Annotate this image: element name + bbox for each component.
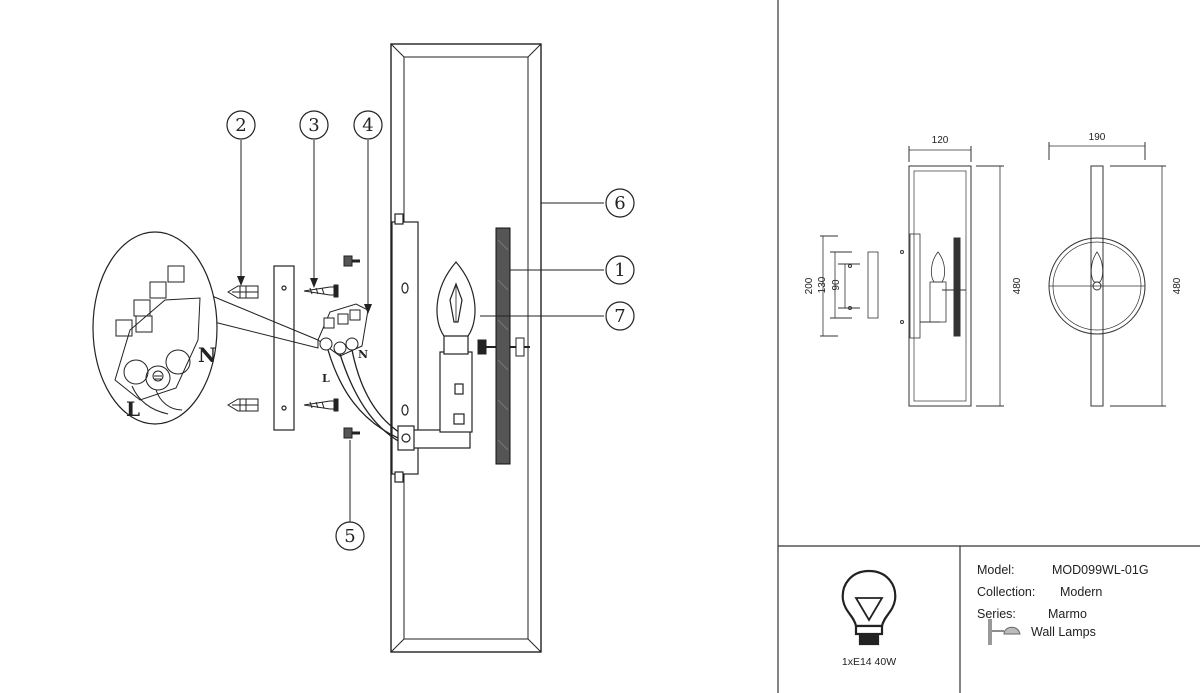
wires xyxy=(327,349,403,443)
callout-leaders xyxy=(240,140,604,522)
light-bulb-icon xyxy=(841,569,897,646)
dim-front-width: 120 xyxy=(932,135,949,146)
model-value: MOD099WL-01G xyxy=(1052,563,1149,577)
dim-bracket-90: 90 xyxy=(831,279,842,291)
dim-bracket-200: 200 xyxy=(804,277,815,294)
small-screw-bottom xyxy=(343,427,360,439)
wall-anchor-bottom xyxy=(227,398,259,412)
lamp-socket xyxy=(397,333,473,451)
callout-2-label: 2 xyxy=(235,115,246,136)
dim-bracket-130: 130 xyxy=(817,276,828,293)
wall-screw-top xyxy=(303,284,339,298)
candle-bulb xyxy=(436,261,476,337)
wall-screw-bottom xyxy=(303,398,339,412)
collection-label: Collection: xyxy=(977,585,1036,599)
callout-3-label: 3 xyxy=(308,115,319,136)
dim-front-height: 480 xyxy=(1012,277,1023,294)
neutral-label-small: N xyxy=(358,348,368,361)
bulb-spec: 1xE14 40W xyxy=(842,656,896,668)
series-label: Series: xyxy=(977,607,1016,621)
small-screw-top xyxy=(343,255,360,267)
front-dimension-view xyxy=(820,146,1004,407)
wall-anchor-top xyxy=(227,285,259,299)
lamp-type-value: Wall Lamps xyxy=(1031,625,1096,639)
callout-5-label: 5 xyxy=(344,526,355,547)
callout-4-label: 4 xyxy=(362,115,373,136)
collection-value: Modern xyxy=(1060,585,1103,599)
dim-side-height: 480 xyxy=(1172,277,1183,294)
callout-6-label: 6 xyxy=(614,193,625,214)
callout-1-label: 1 xyxy=(614,260,625,281)
wiring-detail-bubble xyxy=(92,231,319,425)
callout-4: 4 xyxy=(353,110,383,140)
callout-3: 3 xyxy=(299,110,329,140)
wall-lamp-icon xyxy=(988,619,1021,645)
live-label-large: L xyxy=(126,397,140,421)
callout-5: 5 xyxy=(335,521,365,551)
live-label-small: L xyxy=(322,372,330,385)
callout-2: 2 xyxy=(226,110,256,140)
marble-disc xyxy=(495,227,511,465)
model-label: Model: xyxy=(977,563,1015,577)
wall-bracket xyxy=(273,265,295,431)
sheet-frame xyxy=(777,0,1200,693)
callout-1: 1 xyxy=(605,255,635,285)
neutral-label-large: N xyxy=(198,343,216,367)
callout-7-label: 7 xyxy=(614,306,625,327)
side-dimension-view xyxy=(1048,142,1166,407)
dim-side-width: 190 xyxy=(1089,132,1106,143)
terminal-block xyxy=(317,303,369,357)
exploded-view xyxy=(92,43,604,653)
series-value: Marmo xyxy=(1048,607,1087,621)
callout-arrows xyxy=(237,276,372,314)
callout-7: 7 xyxy=(605,301,635,331)
callout-6: 6 xyxy=(605,188,635,218)
